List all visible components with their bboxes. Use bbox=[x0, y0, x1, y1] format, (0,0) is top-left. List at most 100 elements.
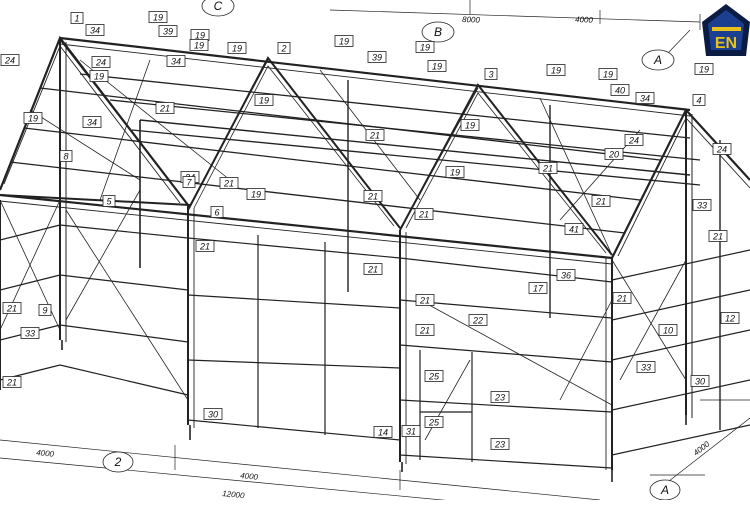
right-wall-bracing bbox=[611, 259, 687, 381]
part-tag-text: 30 bbox=[695, 377, 705, 387]
part-tag: 24 bbox=[712, 143, 732, 155]
part-tag-text: 33 bbox=[25, 329, 35, 339]
part-tag-text: 21 bbox=[6, 304, 17, 314]
part-tag-text: 19 bbox=[603, 70, 613, 80]
dimension-bottom-total: 12000 bbox=[222, 489, 246, 500]
part-tag: 22 bbox=[468, 314, 488, 326]
part-tag-box bbox=[38, 304, 52, 316]
part-tag-box bbox=[85, 24, 105, 36]
part-tag: 6 bbox=[210, 206, 224, 218]
axis-label-b: B bbox=[434, 25, 442, 39]
part-tag-box bbox=[635, 92, 655, 104]
part-tag-text: 19 bbox=[259, 96, 269, 106]
roof-purlins bbox=[9, 73, 701, 234]
part-tag-text: 34 bbox=[90, 26, 100, 36]
column-bases bbox=[61, 340, 687, 482]
part-tag: 24 bbox=[91, 56, 111, 68]
frame-number-1: 1 bbox=[70, 12, 84, 24]
ridge-beam bbox=[59, 36, 691, 117]
part-tag-text: 19 bbox=[194, 41, 204, 51]
part-tag-text: 30 bbox=[208, 410, 218, 420]
top-dimension-lines bbox=[329, 0, 701, 54]
part-tag-box bbox=[690, 375, 710, 387]
dimension-bottom-bay-left: 4000 bbox=[36, 448, 55, 459]
part-tag-text: 22 bbox=[472, 316, 483, 326]
part-tag-text: 33 bbox=[641, 363, 651, 373]
part-tag-box bbox=[334, 35, 354, 47]
frame-3 bbox=[399, 83, 613, 256]
part-tag: 7 bbox=[182, 176, 196, 188]
part-tag: 19 bbox=[546, 64, 566, 76]
part-tag-box bbox=[564, 223, 584, 235]
left-wall-girts bbox=[0, 224, 189, 396]
part-tag: 33 bbox=[692, 199, 712, 211]
part-tag-text: 19 bbox=[94, 72, 104, 82]
frame-number-2-text: 2 bbox=[280, 44, 286, 54]
part-tag-text: 19 bbox=[420, 43, 430, 53]
part-tag: 41 bbox=[564, 223, 584, 235]
part-tag-text: 21 bbox=[418, 210, 429, 220]
part-tag-text: 21 bbox=[159, 104, 170, 114]
part-tag-text: 31 bbox=[406, 427, 416, 437]
part-tag-text: 21 bbox=[199, 242, 210, 252]
part-tag-text: 25 bbox=[428, 418, 440, 428]
part-tag-text: 10 bbox=[663, 326, 673, 336]
part-tag: 19 bbox=[254, 94, 274, 106]
part-tag-text: 21 bbox=[712, 232, 723, 242]
axis-marker-a-top: A bbox=[641, 49, 675, 71]
part-tag-box bbox=[219, 177, 239, 189]
part-tag-text: 19 bbox=[432, 62, 442, 72]
part-tag: 19 bbox=[415, 41, 435, 53]
part-tag-box bbox=[624, 134, 644, 146]
part-tag-text: 39 bbox=[163, 27, 173, 37]
part-tag: 21 bbox=[612, 292, 632, 304]
part-tag-box bbox=[91, 56, 111, 68]
part-tag-box bbox=[591, 195, 611, 207]
frame-1 bbox=[0, 35, 191, 342]
part-tag-text: 20 bbox=[608, 150, 619, 160]
part-tag: 25 bbox=[424, 416, 444, 428]
part-tag: 39 bbox=[158, 25, 178, 37]
part-tag-text: 24 bbox=[4, 56, 15, 66]
part-tag-box bbox=[427, 60, 447, 72]
part-tag-text: 5 bbox=[106, 197, 112, 207]
left-wall-bracing bbox=[0, 189, 189, 401]
frame-number-2: 2 bbox=[277, 42, 291, 54]
part-tag-box bbox=[468, 314, 488, 326]
part-tag: 24 bbox=[624, 134, 644, 146]
frame-number-4-text: 4 bbox=[696, 96, 701, 106]
front-eave-beam bbox=[0, 193, 613, 265]
part-tag-text: 19 bbox=[339, 37, 349, 47]
part-tag: 25 bbox=[424, 370, 444, 382]
part-tag-text: 8 bbox=[63, 152, 68, 162]
front-panel-bay1 bbox=[187, 235, 401, 441]
part-tag: 34 bbox=[85, 24, 105, 36]
grid-axis-markers: C B A 2 A bbox=[102, 0, 681, 501]
part-tag: 23 bbox=[490, 391, 510, 403]
part-tag-box bbox=[610, 84, 630, 96]
part-tag-text: 21 bbox=[223, 179, 234, 189]
right-wall-girts bbox=[611, 249, 750, 456]
part-tag-text: 21 bbox=[419, 296, 430, 306]
part-tag: 19 bbox=[246, 188, 266, 200]
part-tag-text: 24 bbox=[95, 58, 106, 68]
part-tag-text: 17 bbox=[533, 284, 544, 294]
part-tag-box bbox=[367, 51, 387, 63]
part-tag: 19 bbox=[23, 112, 43, 124]
part-tag-text: 21 bbox=[367, 192, 378, 202]
part-tag: 5 bbox=[102, 195, 116, 207]
part-tag-box bbox=[712, 143, 732, 155]
part-tag-text: 6 bbox=[214, 208, 219, 218]
axis-label-2: 2 bbox=[114, 455, 122, 469]
part-tag: 30 bbox=[690, 375, 710, 387]
part-tag-box bbox=[23, 112, 43, 124]
part-tag-box bbox=[0, 54, 20, 66]
part-tag: 30 bbox=[203, 408, 223, 420]
part-tag-box bbox=[401, 425, 421, 437]
part-tag: 34 bbox=[166, 55, 186, 67]
part-tag-text: 19 bbox=[251, 190, 261, 200]
frame-number-1-box bbox=[70, 12, 84, 24]
part-tag-box bbox=[59, 150, 73, 162]
part-tag-box bbox=[415, 324, 435, 336]
